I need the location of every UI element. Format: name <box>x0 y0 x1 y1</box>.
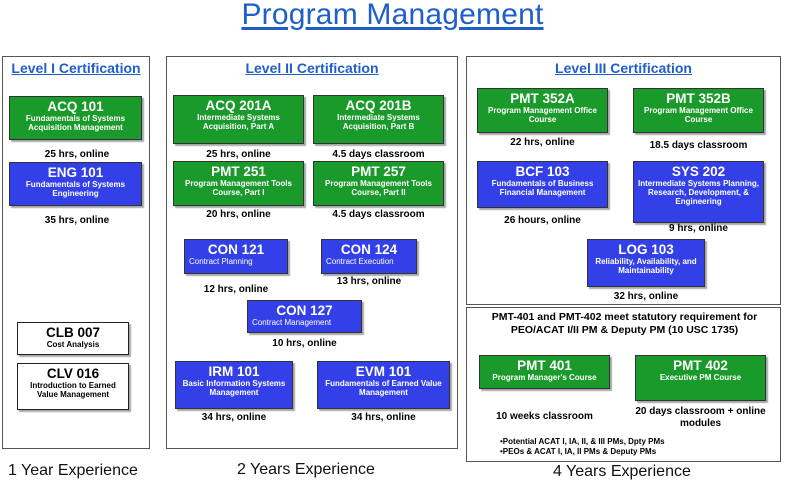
course-pmt-251[interactable]: PMT 251 Program Management Tools Course,… <box>173 161 304 206</box>
level-1-panel: Level I Certification ACQ 101 Fundamenta… <box>2 56 150 449</box>
course-name: Introduction to Earned Value Management <box>30 381 116 399</box>
course-name: Intermediate Systems Planning, Research,… <box>638 179 759 206</box>
course-code: ACQ 201B <box>345 98 412 113</box>
course-code: PMT 257 <box>351 164 406 179</box>
course-code: LOG 103 <box>618 242 674 257</box>
course-name: Contract Planning <box>189 257 253 266</box>
course-code: PMT 352B <box>666 91 731 106</box>
course-name: Cost Analysis <box>46 340 100 349</box>
level-3-heading: Level III Certification <box>555 60 692 76</box>
course-caption: 4.5 days classroom <box>332 209 425 220</box>
course-bcf-103[interactable]: BCF 103 Fundamentals of Business Financi… <box>477 161 608 208</box>
course-code: ACQ 101 <box>47 99 104 114</box>
course-acq-101[interactable]: ACQ 101 Fundamentals of Systems Acquisit… <box>9 96 142 140</box>
course-name: Program Management Office Course <box>488 106 597 124</box>
course-caption: 10 weeks classroom <box>496 411 593 422</box>
course-code: CLV 016 <box>46 366 100 381</box>
course-pmt-401[interactable]: PMT 401 Program Manager's Course <box>479 355 610 389</box>
course-evm-101[interactable]: EVM 101 Fundamentals of Earned Value Man… <box>317 361 450 409</box>
course-code: IRM 101 <box>208 364 260 379</box>
statutory-note: PMT-401 and PMT-402 meet statutory requi… <box>491 311 758 336</box>
course-caption: 4.5 days classroom <box>332 149 425 160</box>
page-title: Program Management <box>241 0 544 31</box>
experience-level-2: 2 Years Experience <box>237 461 375 478</box>
course-caption: 26 hours, online <box>504 215 581 226</box>
course-caption: 25 hrs, online <box>44 149 110 160</box>
course-name: Basic Information Systems Management <box>182 379 286 397</box>
course-clv-016[interactable]: CLV 016 Introduction to Earned Value Man… <box>17 363 129 410</box>
course-eng-101[interactable]: ENG 101 Fundamentals of Systems Engineer… <box>9 162 142 206</box>
course-name: Program Management Tools Course, Part I <box>185 179 292 197</box>
course-caption: 12 hrs, online <box>203 284 269 295</box>
course-con-121[interactable]: CON 121 Contract Planning <box>184 239 288 274</box>
course-name: Program Management Office Course <box>644 106 753 124</box>
course-code: CON 127 <box>276 303 333 318</box>
course-con-124[interactable]: CON 124 Contract Execution <box>321 239 417 274</box>
course-con-127[interactable]: CON 127 Contract Management <box>247 300 362 333</box>
course-code: CON 124 <box>340 242 398 257</box>
course-caption: 20 hrs, online <box>206 209 271 220</box>
course-clb-007[interactable]: CLB 007 Cost Analysis <box>17 322 129 355</box>
course-acq-201b[interactable]: ACQ 201B Intermediate Systems Acquisitio… <box>313 95 444 144</box>
course-caption: 20 days classroom + online modules <box>635 406 766 429</box>
course-code: BCF 103 <box>515 164 570 179</box>
course-name: Program Manager's Course <box>492 373 597 382</box>
course-acq-201a[interactable]: ACQ 201A Intermediate Systems Acquisitio… <box>173 95 304 144</box>
course-name: Contract Management <box>252 318 332 327</box>
course-pmt-402[interactable]: PMT 402 Executive PM Course <box>635 355 766 401</box>
level-2-heading: Level II Certification <box>245 60 379 76</box>
course-name: Intermediate Systems Acquisition, Part B <box>337 113 420 131</box>
course-name: Executive PM Course <box>659 373 742 382</box>
level-1-heading: Level I Certification <box>11 60 141 76</box>
course-name: Fundamentals of Business Financial Manag… <box>491 179 594 197</box>
course-pmt-352a[interactable]: PMT 352A Program Management Office Cours… <box>477 88 608 133</box>
course-name: Contract Execution <box>326 257 394 266</box>
course-irm-101[interactable]: IRM 101 Basic Information Systems Manage… <box>175 361 293 409</box>
experience-level-1: 1 Year Experience <box>8 462 138 479</box>
course-caption: 34 hrs, online <box>201 412 267 423</box>
course-caption: 34 hrs, online <box>351 412 416 423</box>
pm-panel: PMT-401 and PMT-402 meet statutory requi… <box>466 307 781 462</box>
course-code: ENG 101 <box>47 165 104 180</box>
course-code: ACQ 201A <box>205 98 272 113</box>
course-caption: 32 hrs, online <box>613 291 679 302</box>
course-code: CON 121 <box>207 242 265 257</box>
course-code: PMT 352A <box>510 91 575 106</box>
experience-level-3: 4 Years Experience <box>553 463 691 480</box>
course-caption: 10 hrs, online <box>272 338 337 349</box>
course-code: CLB 007 <box>45 325 101 340</box>
course-log-103[interactable]: LOG 103 Reliability, Availability, and M… <box>587 239 705 287</box>
course-caption: 18.5 days classroom <box>649 140 748 151</box>
course-code: EVM 101 <box>355 364 412 379</box>
course-pmt-257[interactable]: PMT 257 Program Management Tools Course,… <box>313 161 444 206</box>
course-caption: 22 hrs, online <box>510 137 575 148</box>
course-sys-202[interactable]: SYS 202 Intermediate Systems Planning, R… <box>633 161 764 223</box>
course-code: SYS 202 <box>671 164 726 179</box>
course-name: Program Management Tools Course, Part II <box>325 179 432 197</box>
level-3-panel: Level III Certification PMT 352A Program… <box>466 56 781 305</box>
course-caption: 13 hrs, online <box>336 276 402 287</box>
pm-bullet-2: •PEOs & ACAT I, IA, II PMs & Deputy PMs <box>500 447 657 456</box>
level-2-panel: Level II Certification ACQ 201A Intermed… <box>166 56 458 449</box>
course-caption: 9 hrs, online <box>669 223 728 234</box>
course-name: Fundamentals of Earned Value Management <box>325 379 442 397</box>
course-code: PMT 251 <box>211 164 266 179</box>
course-name: Fundamentals of Systems Acquisition Mana… <box>25 114 126 132</box>
course-name: Intermediate Systems Acquisition, Part A <box>197 113 280 131</box>
course-name: Reliability, Availability, and Maintaina… <box>595 257 697 275</box>
course-code: PMT 401 <box>517 358 572 373</box>
course-caption: 25 hrs, online <box>206 149 271 160</box>
course-code: PMT 402 <box>673 358 728 373</box>
course-pmt-352b[interactable]: PMT 352B Program Management Office Cours… <box>633 88 764 133</box>
pm-bullet-1: •Potential ACAT I, IA, II, & III PMs, Dp… <box>500 437 665 446</box>
course-name: Fundamentals of Systems Engineering <box>25 180 126 198</box>
course-caption: 35 hrs, online <box>44 215 110 226</box>
